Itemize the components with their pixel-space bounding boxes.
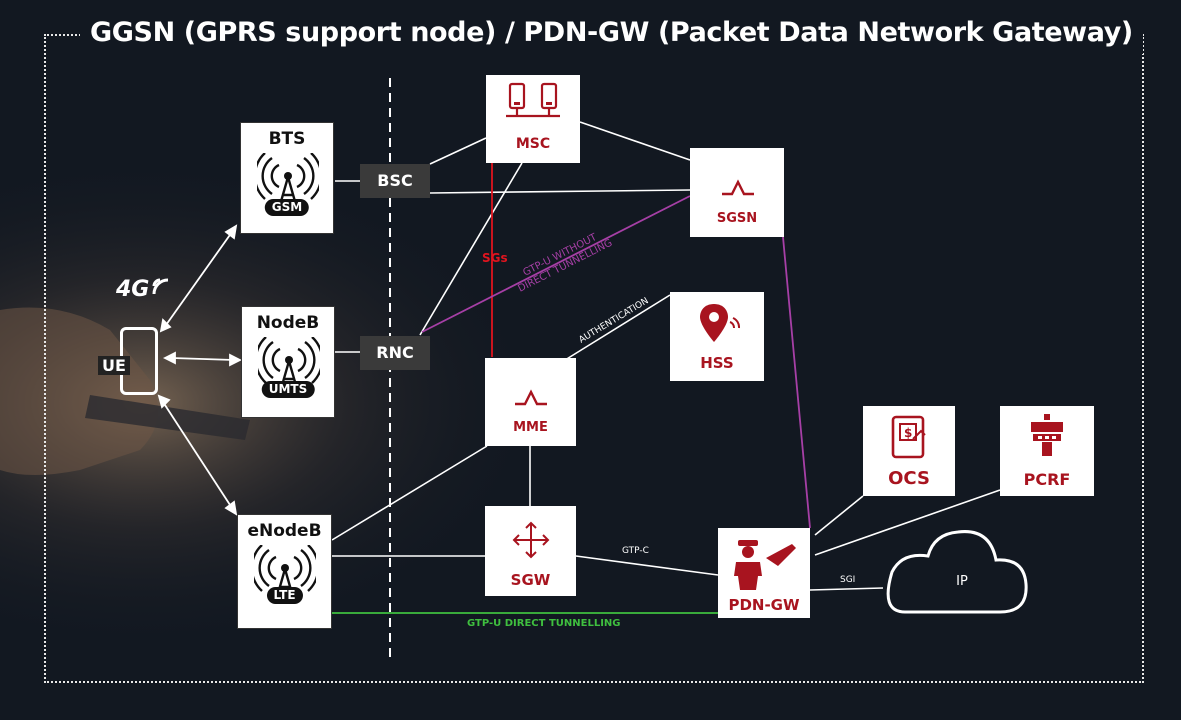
- edge-ue-bts: [165, 231, 233, 326]
- enodeb-title: eNodeB: [247, 521, 322, 541]
- edge-bsc-msc: [429, 137, 487, 165]
- svg-text:$: $: [904, 426, 912, 440]
- edge-pdngw-ocs: [814, 495, 864, 536]
- ip-cloud: [886, 530, 1028, 614]
- ue-label: UE: [98, 356, 130, 375]
- move-arrows-icon: [512, 521, 550, 559]
- pdngw-node: PDN-GW: [718, 528, 810, 618]
- ip-label: IP: [956, 574, 968, 589]
- umts-label: UMTS: [261, 381, 315, 398]
- sgi-label: SGI: [840, 575, 855, 585]
- bts-node: BTS GSM: [240, 122, 334, 234]
- hss-label: HSS: [700, 354, 734, 372]
- router-icon: [722, 179, 754, 196]
- page-title: GGSN (GPRS support node) / PDN-GW (Packe…: [80, 14, 1143, 54]
- rnc-node: RNC: [360, 336, 430, 370]
- billing-tablet-icon: $: [891, 415, 926, 459]
- sgw-node: SGW: [485, 506, 576, 596]
- signal-arc-icon: [152, 278, 169, 295]
- mme-node: MME: [485, 358, 576, 446]
- nodeb-title: NodeB: [256, 313, 320, 333]
- antenna-icon: [257, 153, 319, 206]
- bsc-node: BSC: [360, 164, 430, 198]
- gateway-officer-icon: [734, 540, 796, 590]
- lte-label: LTE: [266, 587, 303, 604]
- edge-gtpu-without-rnc-sgsn: [421, 195, 691, 333]
- edge-pdngw-pcrf: [814, 489, 1001, 556]
- edge-sgw-pdngw: [575, 555, 719, 576]
- edge-enodeb-mme: [331, 445, 488, 541]
- mme-label: MME: [513, 420, 548, 435]
- bts-title: BTS: [268, 129, 306, 149]
- phone-shape: [85, 395, 250, 440]
- edge-bsc-sgsn: [429, 189, 691, 194]
- edge-ue-nodeb: [171, 357, 235, 361]
- control-tower-icon: [1031, 414, 1063, 456]
- edge-pdngw-ip: [809, 587, 884, 591]
- pcrf-label: PCRF: [1023, 470, 1071, 489]
- edge-gtpu-without-sgsn-pdngw: [782, 236, 811, 529]
- pdngw-label: PDN-GW: [728, 596, 800, 614]
- nodeb-node: NodeB UMTS: [241, 306, 335, 418]
- sgs-label: SGs: [482, 251, 508, 265]
- msc-node: MSC: [486, 75, 580, 163]
- hand-shape: [0, 307, 158, 475]
- gsm-label: GSM: [264, 199, 310, 216]
- diagram-frame: [44, 34, 1144, 683]
- 4g-badge: 4G: [116, 277, 150, 302]
- gtpc-label: GTP-C: [622, 546, 649, 556]
- gtpu-direct-label: GTP-U DIRECT TUNNELLING: [467, 618, 621, 629]
- sgsn-label: SGSN: [716, 211, 758, 226]
- edge-ue-enodeb: [162, 401, 233, 509]
- enodeb-node: eNodeB LTE: [237, 514, 332, 629]
- servers-icon: [506, 82, 560, 118]
- antenna-icon: [258, 337, 320, 390]
- msc-label: MSC: [515, 136, 551, 152]
- edge-rnc-msc: [419, 162, 523, 336]
- sgw-label: SGW: [510, 571, 551, 589]
- router-icon: [515, 389, 547, 406]
- sgsn-node: SGSN: [690, 148, 784, 237]
- edge-mme-hss: [556, 294, 671, 366]
- ocs-node: $ OCS: [863, 406, 955, 496]
- ocs-label: OCS: [888, 468, 930, 489]
- location-pin-icon: [700, 304, 740, 342]
- pcrf-node: PCRF: [1000, 406, 1094, 496]
- edge-msc-sgsn: [579, 121, 691, 161]
- hss-node: HSS: [670, 292, 764, 381]
